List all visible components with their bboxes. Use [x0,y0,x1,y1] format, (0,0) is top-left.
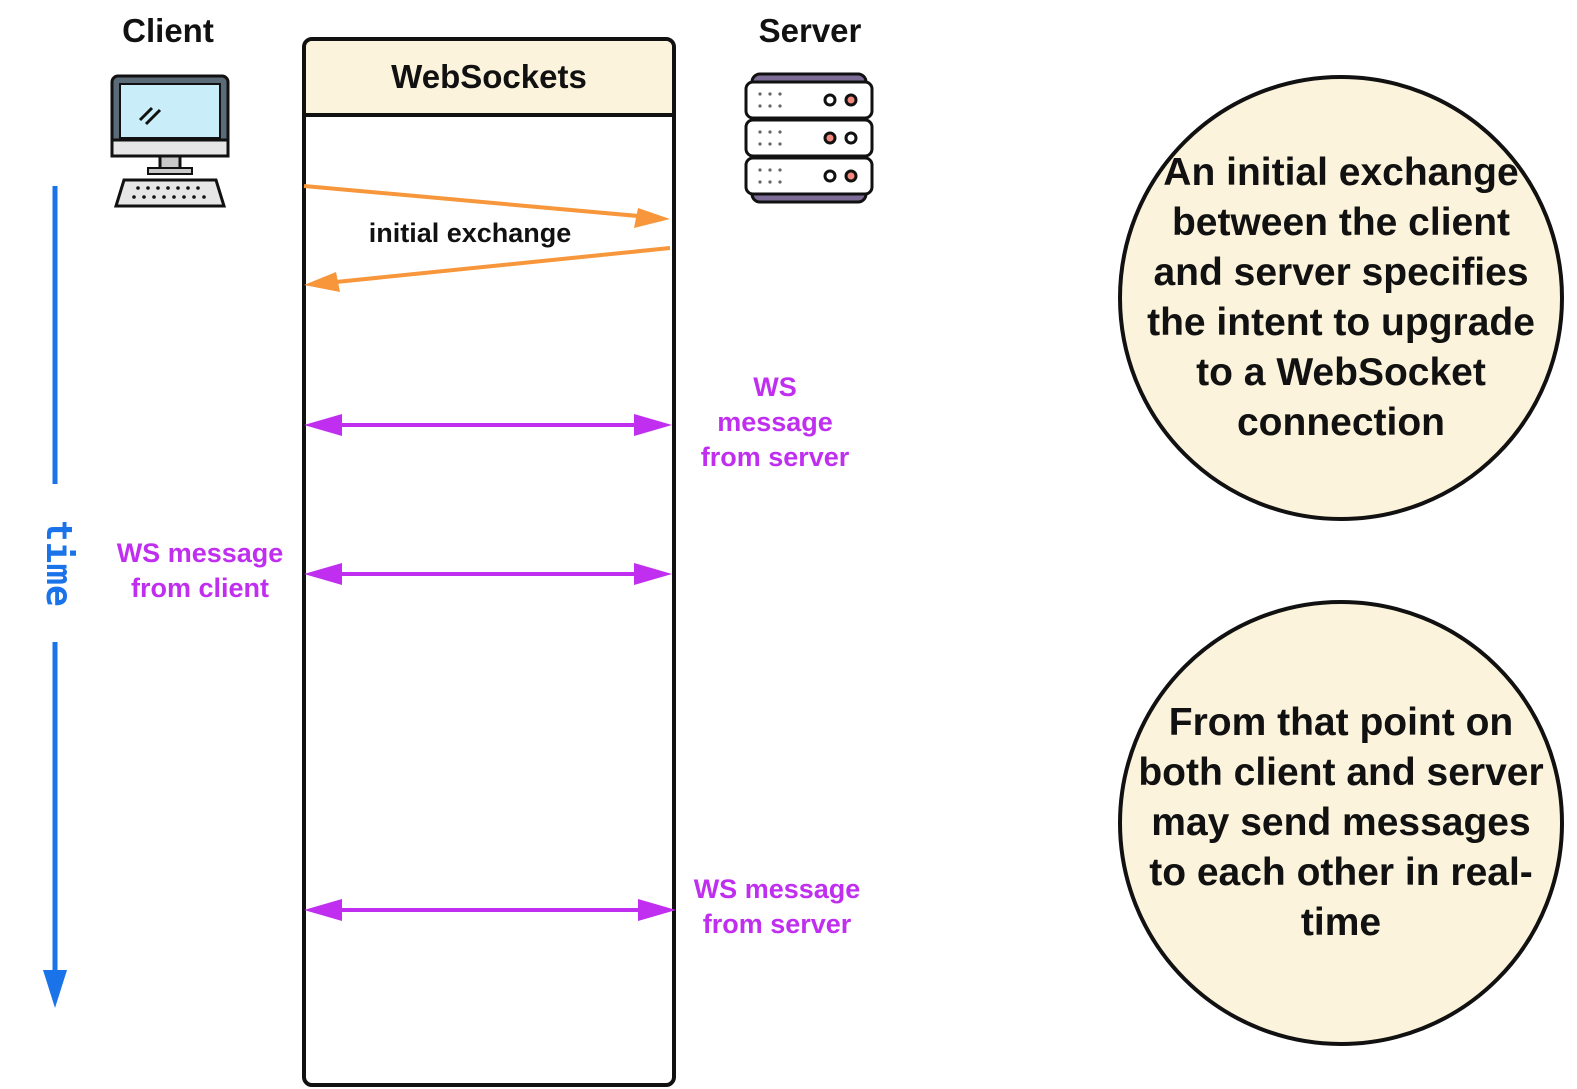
label-line: WS message [693,874,861,904]
desktop-computer-icon [110,74,230,208]
ws-message-arrow-1 [304,414,672,436]
handshake-response-arrow [304,246,671,292]
websockets-header: WebSockets [306,41,672,117]
time-axis-arrow [43,186,67,1008]
ws-message-from-client-label: WS message from client [95,536,305,606]
note-text: From that point on both client and serve… [1138,701,1544,944]
realtime-messaging-note: From that point on both client and serve… [1118,600,1564,1046]
server-rack-icon [744,72,874,204]
label-line: message [717,407,833,437]
handshake-request-arrow [303,184,670,228]
label-line: WS message [116,538,284,568]
ws-message-from-server-label-2: WS message from server [672,872,882,942]
ws-message-from-server-label-1: WS message from server [680,370,870,475]
label-line: from client [130,573,270,603]
time-axis-label: time [38,520,79,607]
ws-message-arrow-3 [304,899,676,921]
label-line: WS [753,372,797,402]
server-title: Server [758,12,862,49]
client-title: Client [122,12,214,49]
label-line: from server [702,909,852,939]
handshake-explanation-note: An initial exchange between the client a… [1118,75,1564,521]
ws-message-arrow-2 [304,563,672,585]
note-text: An initial exchange between the client a… [1147,151,1535,444]
initial-exchange-label: initial exchange [368,218,572,248]
label-line: from server [700,442,850,472]
